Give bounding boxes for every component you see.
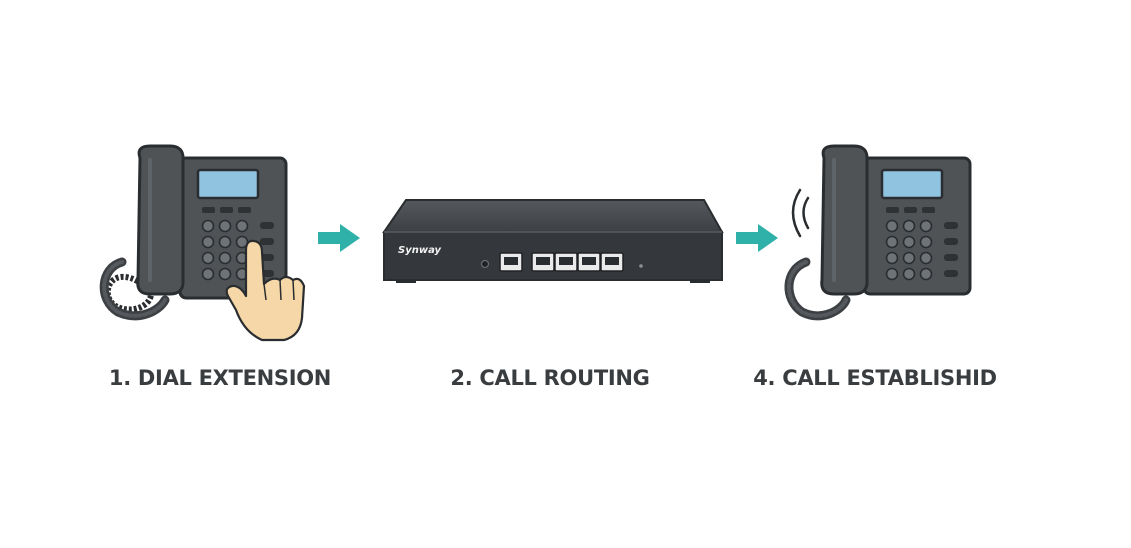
left-phone-keypad (201, 219, 249, 281)
router-brand-label: Synway (398, 245, 442, 256)
step-label-dial-extension: 1. DIAL EXTENSION (108, 366, 332, 390)
arrow-right-icon (736, 224, 778, 252)
left-phone-screen (196, 168, 260, 200)
right-phone-screen (880, 168, 944, 200)
ringing-desk-phone-icon (784, 144, 972, 321)
step-label-call-established: 4. CALL ESTABLISHID (753, 366, 997, 390)
step-label-call-routing: 2. CALL ROUTING (450, 366, 650, 390)
network-gateway-icon: Synway (382, 199, 724, 283)
pointing-hand-icon (225, 239, 306, 342)
arrow-right-icon (318, 224, 360, 252)
right-phone-keypad (885, 219, 933, 281)
